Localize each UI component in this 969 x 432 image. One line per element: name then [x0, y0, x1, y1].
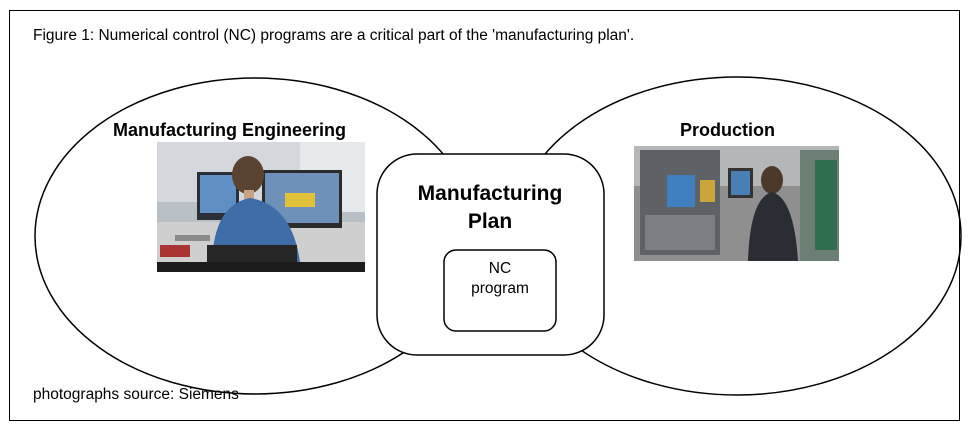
nc-label-line-2: program	[471, 280, 529, 297]
engineering-photo	[157, 142, 365, 272]
figure-caption: Figure 1: Numerical control (NC) program…	[33, 27, 635, 44]
manufacturing-engineering-label: Manufacturing Engineering	[113, 120, 347, 140]
production-photo	[634, 146, 839, 261]
production-label: Production	[680, 120, 775, 140]
plan-title-line-1: Manufacturing	[417, 182, 563, 205]
nc-program-label: NC program	[445, 259, 555, 299]
nc-label-line-1: NC	[488, 260, 512, 277]
plan-title-line-2: Plan	[467, 210, 513, 233]
manufacturing-plan-title: Manufacturing Plan	[378, 180, 602, 236]
nc-program-box	[443, 249, 557, 332]
photo-source-note: photographs source: Siemens	[33, 386, 239, 403]
